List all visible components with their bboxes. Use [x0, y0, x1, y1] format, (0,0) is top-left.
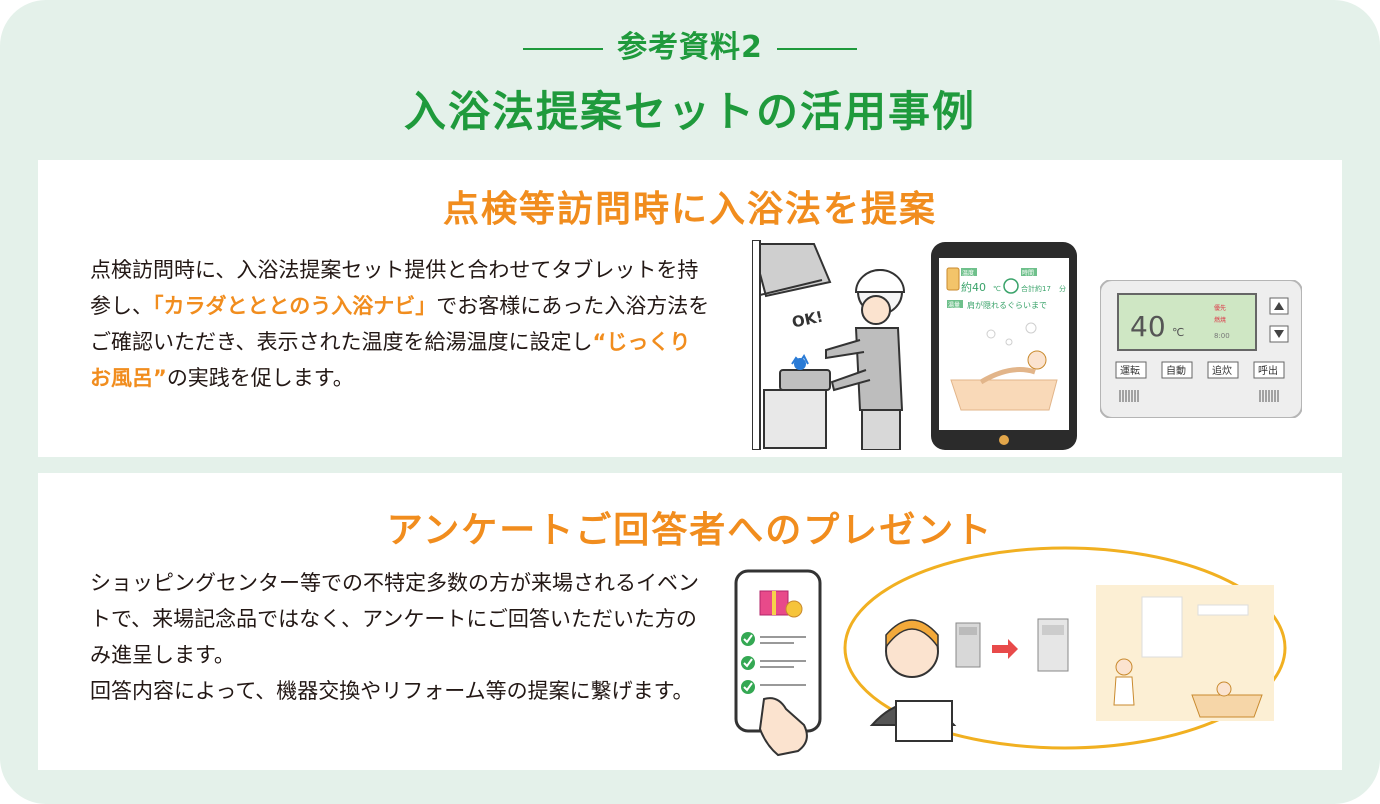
- section-visit-title: 点検等訪問時に入浴法を提案: [442, 189, 937, 230]
- worker-speech: OK!: [790, 307, 824, 331]
- tablet-time-tag: 時間: [1022, 269, 1034, 277]
- remote-display-temp: 40: [1130, 310, 1166, 343]
- remote-status2: 燃焼: [1214, 316, 1226, 324]
- section-survey-text: ショッピングセンター等での不特定多数の方が来場されるイベントで、来場記念品ではな…: [90, 565, 710, 709]
- visit-text-part1: 点検訪問時に、入浴法提案セット提供と合わせてタブレットを持参し、: [90, 258, 699, 318]
- reference-label-text: 参考資料2: [617, 30, 763, 65]
- renovation-proposal-illustration: [842, 545, 1288, 755]
- remote-status1: 優先: [1214, 304, 1226, 312]
- remote-time: 8:00: [1214, 332, 1230, 340]
- left-rule: [523, 47, 604, 50]
- tablet-time-value: 合計約17: [1021, 284, 1051, 293]
- section-survey-present: アンケートご回答者へのプレゼント ショッピングセンター等での不特定多数の方が来場…: [38, 473, 1342, 770]
- tablet-level-tag: 湯量: [948, 301, 960, 309]
- worker-illustration: OK!: [752, 240, 912, 450]
- tablet-level-text: 肩が隠れるぐらいまで: [967, 300, 1047, 310]
- remote-display-unit: ℃: [1172, 326, 1184, 339]
- tablet-temp-value: 約40: [961, 280, 986, 294]
- remote-btn-run: 運転: [1120, 365, 1140, 377]
- remote-illustration: 40 ℃ 優先 燃焼 8:00 運転 自動 追炊 呼出: [1100, 280, 1302, 418]
- section-visit-text: 点検訪問時に、入浴法提案セット提供と合わせてタブレットを持参し、「カラダとととの…: [90, 252, 710, 396]
- right-rule: [776, 47, 857, 50]
- survey-text-line2: 回答内容によって、機器交換やリフォーム等の提案に繋げます。: [90, 679, 694, 703]
- remote-btn-reheat: 追炊: [1212, 364, 1232, 377]
- reference-label: 参考資料2: [0, 22, 1380, 66]
- tablet-temp-unit: ℃: [993, 285, 1001, 293]
- tablet-temp-tag: 温度: [962, 269, 974, 277]
- visit-text-part3: の実践を促します。: [166, 366, 354, 390]
- survey-phone-illustration: [734, 569, 830, 759]
- remote-btn-auto: 自動: [1166, 364, 1186, 377]
- visit-text-part2: でお客様にあった入浴方法をご確認いただき、表示された温度を給湯温度に設定し: [90, 294, 710, 354]
- section-survey-title: アンケートご回答者へのプレゼント: [386, 510, 994, 551]
- page-title: 入浴法提案セットの活用事例: [403, 87, 976, 136]
- bath-highlight: “じっくりお風呂”: [90, 330, 691, 390]
- app-name-highlight: 「カラダとととのう入浴ナビ」: [153, 294, 437, 318]
- tablet-illustration: 温度 約40 ℃ 時間 合計約17 分 湯量 肩が隠れるぐらいまで: [931, 242, 1077, 450]
- tablet-time-unit: 分: [1059, 284, 1066, 293]
- section-visit-proposal: 点検等訪問時に入浴法を提案 点検訪問時に、入浴法提案セット提供と合わせてタブレッ…: [38, 160, 1342, 457]
- survey-text-line1: ショッピングセンター等での不特定多数の方が来場されるイベントで、来場記念品ではな…: [90, 571, 699, 667]
- remote-btn-call: 呼出: [1258, 364, 1278, 377]
